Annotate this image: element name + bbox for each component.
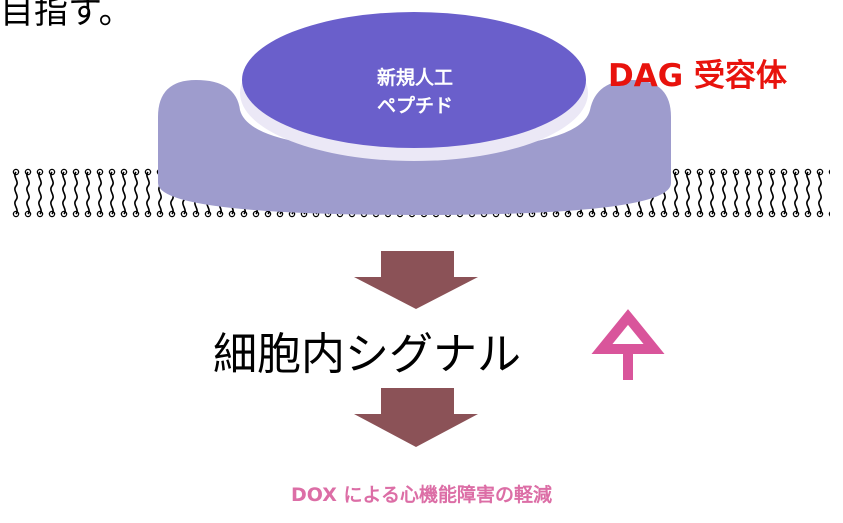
down-arrow-icon xyxy=(354,251,478,309)
outcome-label: DOX による心機能障害の軽減 xyxy=(291,484,552,506)
peptide-label-line2: ペプチド xyxy=(376,95,453,117)
peptide-label: 新規人工 ペプチド xyxy=(340,64,490,120)
down-arrow-icon xyxy=(354,388,478,447)
up-arrow-icon xyxy=(591,309,665,380)
peptide-ellipse xyxy=(242,12,586,148)
signal-label: 細胞内シグナル xyxy=(213,329,521,380)
dag-receptor xyxy=(158,80,671,215)
header-text: 目指す。 xyxy=(0,0,133,32)
peptide-label-line1: 新規人工 xyxy=(376,67,453,89)
receptor-label: DAG 受容体 xyxy=(608,58,787,94)
